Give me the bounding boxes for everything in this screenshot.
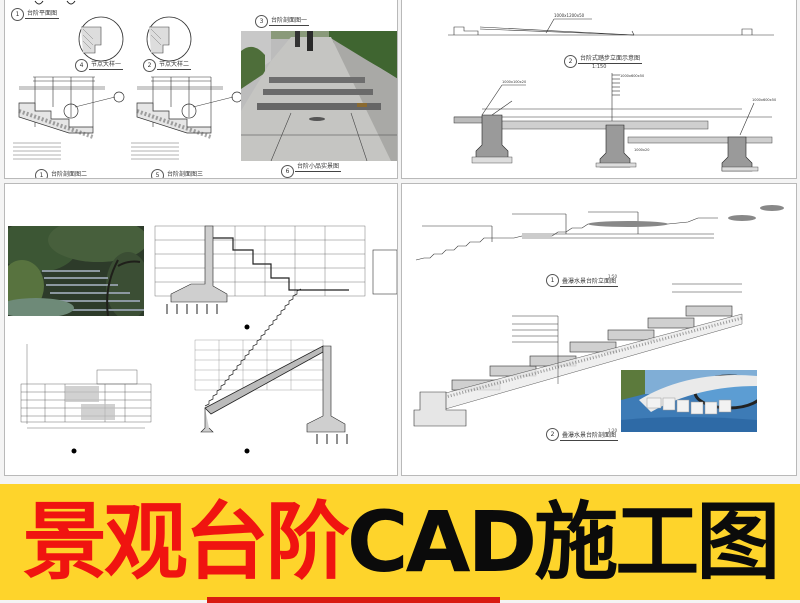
title-banner: 景观台阶CAD施工图 — [0, 484, 800, 603]
drawing-scale: 1:150 — [592, 64, 607, 70]
drawing-number-badge: 1 — [35, 169, 48, 178]
banner-title: 景观台阶CAD施工图 — [0, 496, 800, 588]
drawing-number-badge: 5 — [151, 169, 164, 178]
panel-water-feature-stair: 1 叠瀑水景台阶立面图 1:50 2 叠瀑水景台阶剖面图 1:20 — [401, 183, 797, 476]
drawing-caption: 台阶平面图 — [25, 10, 60, 19]
cad-drawing-water-feature-stair — [413, 205, 784, 427]
panel-stair-plans-and-sections: 1 台阶平面图 4 节点大样一 2 节点大样二 3 台阶剖面图一 1 台阶剖面图… — [4, 0, 398, 179]
drawing-caption: 节点大样二 — [157, 61, 192, 70]
svg-text:1000x1200x50: 1000x1200x50 — [554, 13, 585, 18]
drawing-number-badge: 6 — [281, 165, 294, 178]
svg-text:1000x100x20: 1000x100x20 — [502, 80, 526, 84]
drawing-caption: 台阶剖面图三 — [167, 171, 204, 178]
banner-title-black: CAD施工图 — [346, 493, 780, 591]
cad-drawing-stepping-stone-section: 1000x1200x50 1000x600x50 1000x100x20 — [448, 13, 776, 172]
banner-title-red: 景观台阶 — [22, 493, 350, 591]
drawing-caption: 台阶剖面图一 — [269, 17, 310, 26]
panel-stepping-stone-section: 1000x1200x50 1000x600x50 1000x100x20 — [401, 0, 797, 179]
drawing-caption: 叠瀑水景台阶立面图 — [560, 278, 619, 287]
svg-text:1000x20: 1000x20 — [634, 148, 649, 152]
drawing-number-badge: 3 — [255, 15, 268, 28]
drawing-number-badge: 2 — [143, 59, 156, 72]
banner-underline-bar — [207, 597, 500, 603]
granite-steps-photo — [241, 31, 397, 161]
drawing-caption: 台阶式踏步立面示意图 — [578, 55, 643, 64]
drawing-number-badge: 1 — [546, 274, 559, 287]
svg-text:1000x600x50: 1000x600x50 — [620, 74, 644, 78]
svg-text:1000x600x50: 1000x600x50 — [752, 98, 776, 102]
water-pool-steps-photo — [621, 370, 757, 432]
drawing-caption: 台阶剖面图二 — [51, 171, 88, 178]
panel-garden-stair-details — [4, 183, 398, 476]
drawing-number-badge: 2 — [564, 55, 577, 68]
drawing-caption: 节点大样一 — [89, 61, 124, 70]
garden-steps-photo — [8, 226, 144, 316]
drawing-number-badge: 1 — [11, 8, 24, 21]
drawing-caption: 叠瀑水景台阶剖面图 — [560, 432, 619, 441]
drawing-scale: 1:50 — [608, 274, 617, 279]
drawing-number-badge: 2 — [546, 428, 559, 441]
drawing-scale: 1:20 — [608, 428, 617, 433]
cad-drawing-stair-sections — [13, 0, 243, 160]
photo-caption: 台阶小品实景图 — [295, 163, 342, 172]
drawing-number-badge: 4 — [75, 59, 88, 72]
